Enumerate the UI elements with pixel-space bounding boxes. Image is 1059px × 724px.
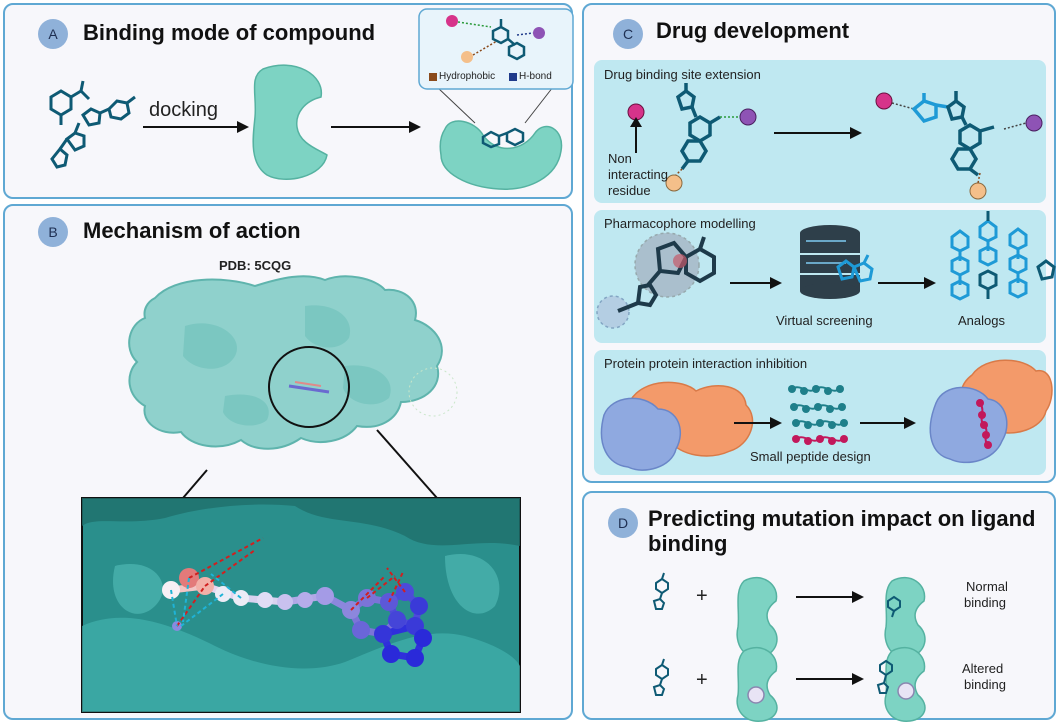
database-icon — [800, 225, 860, 299]
protein-normal-bound — [884, 576, 926, 659]
residue-purple-right — [1025, 114, 1043, 132]
panel-c: C Drug development Drug binding site ext… — [582, 3, 1056, 483]
protein-surface-5cqg — [128, 275, 443, 450]
interaction-inset — [418, 8, 574, 90]
panel-b-graphics — [81, 275, 521, 713]
mutation-site-bound — [897, 682, 915, 700]
inset-residue-peach — [461, 51, 473, 63]
legend-hydrophobic-label: Hydrophobic — [439, 71, 496, 82]
panel-a-graphics — [49, 8, 574, 190]
panel-b-badge: B — [38, 217, 68, 247]
non-interacting-line3: residue — [608, 183, 651, 198]
protein-mutant-input — [736, 646, 778, 722]
extended-ligand-core — [945, 91, 995, 177]
panel-d-title-line2: binding — [648, 531, 728, 556]
extended-ligand-fragment — [911, 93, 949, 124]
non-interacting-line2: interacting — [608, 167, 668, 182]
legend-hbond-swatch — [509, 73, 517, 81]
virtual-screening-label: Virtual screening — [776, 313, 873, 328]
complex-ligand — [481, 127, 525, 149]
panel-a-title: Binding mode of compound — [83, 20, 376, 45]
analog-molecules-dark — [978, 211, 1056, 299]
protein-ligand-complex — [439, 120, 563, 190]
legend-hbond-label: H-bond — [519, 71, 552, 82]
protein-pocket — [252, 64, 328, 180]
non-interacting-line1: Non — [608, 151, 632, 166]
binding-site-extension-title: Drug binding site extension — [604, 67, 761, 82]
small-peptide-label: Small peptide design — [750, 449, 871, 464]
panel-b: B Mechanism of action PDB: 5CQG — [3, 204, 573, 720]
panel-d-graphics — [652, 572, 926, 722]
docking-label: docking — [149, 99, 218, 121]
ligand-bound-normal — [887, 595, 901, 618]
residue-peach-left — [665, 174, 683, 192]
pharmacophore-feature-small — [596, 295, 630, 329]
interaction-lines — [170, 537, 406, 627]
ligand-bound-altered — [876, 659, 893, 694]
panel-d-badge: D — [608, 508, 638, 538]
inset-residue-purple — [533, 27, 545, 39]
ppi-inhibition-title: Protein protein interaction inhibition — [604, 356, 808, 371]
ligand-molecule-2 — [81, 95, 136, 127]
inset-ligand — [491, 19, 526, 61]
residue-purple-left — [739, 108, 757, 126]
analog-molecules — [950, 219, 1028, 301]
plus-1: + — [696, 585, 708, 607]
pdb-label: PDB: 5CQG — [219, 258, 292, 273]
base-ligand — [675, 83, 721, 171]
protein-normal-input — [736, 576, 778, 659]
panel-c-title: Drug development — [656, 18, 850, 43]
panel-c-badge: C — [613, 19, 643, 49]
panel-c-graphics — [596, 83, 1056, 471]
ligand-molecule-1 — [49, 80, 91, 125]
binding-site-circle — [268, 346, 350, 428]
altered-binding-line2: binding — [964, 677, 1006, 692]
legend-hydrophobic-swatch — [429, 73, 437, 81]
panel-d-title-line1: Predicting mutation impact on ligand — [648, 506, 1036, 531]
altered-binding-line1: Altered — [962, 661, 1004, 676]
ligand-small-2 — [652, 658, 669, 696]
panel-a-badge: A — [38, 19, 68, 49]
small-peptides — [788, 385, 848, 445]
ligand-small-1 — [652, 572, 669, 610]
inset-residue-magenta — [446, 15, 458, 27]
analogs-label: Analogs — [958, 313, 1005, 328]
normal-binding-line1: Normal — [966, 579, 1008, 594]
pharmacophore-title: Pharmacophore modelling — [604, 216, 756, 231]
mutation-site — [747, 686, 765, 704]
screening-ligand — [836, 254, 874, 283]
panel-b-title: Mechanism of action — [83, 218, 301, 243]
ligand-molecule-3 — [50, 122, 86, 169]
protein-blue — [600, 397, 681, 471]
plus-2: + — [696, 669, 708, 691]
normal-binding-line2: binding — [964, 595, 1006, 610]
panel-a: A Binding mode of compound — [3, 3, 574, 199]
bound-peptide — [976, 399, 992, 449]
residue-peach-right — [969, 182, 987, 200]
panel-d: D Predicting mutation impact on ligand b… — [582, 491, 1056, 722]
residue-magenta-right — [875, 92, 893, 110]
